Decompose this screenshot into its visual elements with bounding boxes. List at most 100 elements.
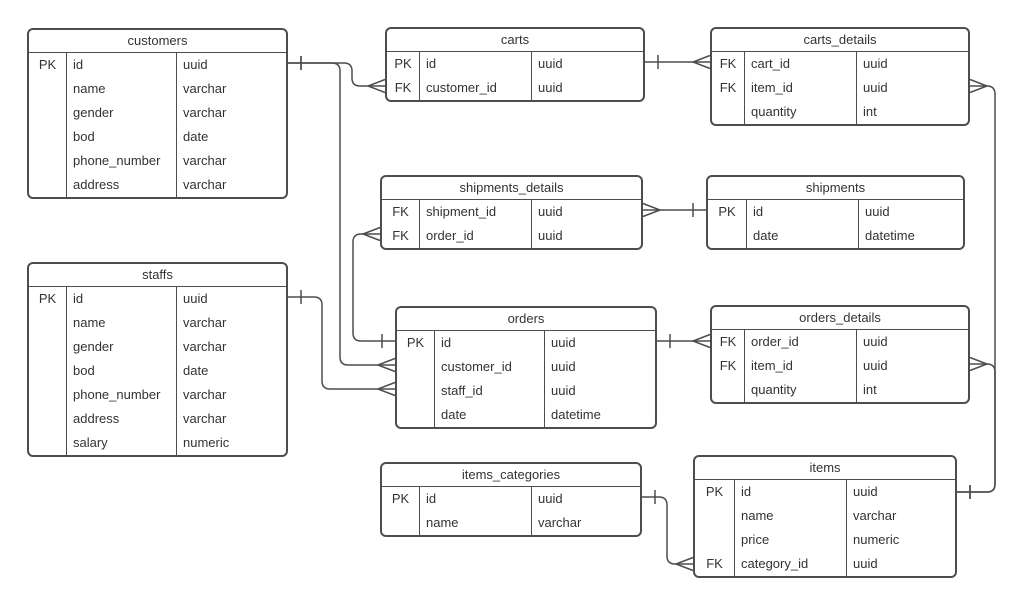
column-type: date: [183, 363, 209, 378]
relationship-line: [957, 363, 996, 493]
column-type: uuid: [183, 57, 208, 72]
key-flag: [397, 403, 435, 427]
column-name: address: [67, 173, 177, 197]
relationship-items-orders_details: [957, 356, 996, 499]
key-flag: [29, 149, 67, 173]
key-flag: FK: [382, 200, 420, 224]
column-type: uuid: [865, 204, 890, 219]
column-name: salary: [67, 431, 177, 455]
key-flag: PK: [397, 331, 435, 355]
column-type: uuid: [538, 228, 563, 243]
relationship-line: [352, 233, 395, 342]
key-flag: PK: [695, 480, 735, 504]
column-type: varchar: [183, 177, 227, 192]
column-type: uuid: [863, 56, 888, 71]
relationship-customers-orders: [288, 56, 396, 373]
column-name: id: [420, 487, 532, 511]
relationship-line: [288, 62, 385, 87]
column-type: uuid: [853, 556, 878, 571]
column-name: address: [67, 407, 177, 431]
column-type: uuid: [551, 383, 576, 398]
key-flag: [29, 383, 67, 407]
key-flag: PK: [708, 200, 747, 224]
column-type: int: [863, 104, 877, 119]
column-name: item_id: [745, 76, 857, 100]
column-type: int: [863, 382, 877, 397]
column-type: varchar: [538, 515, 582, 530]
column-name: id: [67, 53, 177, 77]
key-flag: PK: [29, 53, 67, 77]
key-flag: [29, 359, 67, 383]
cardinality-many-crowfoot: [690, 54, 711, 70]
column-type: varchar: [183, 105, 227, 120]
key-flag: [29, 125, 67, 149]
key-flag: PK: [382, 487, 420, 511]
column-type: varchar: [183, 411, 227, 426]
column-name: name: [735, 504, 847, 528]
column-name: phone_number: [67, 383, 177, 407]
key-flag: [29, 407, 67, 431]
column-name: quantity: [745, 378, 857, 402]
table-row-orders-staff_id: staff_id uuid: [397, 379, 655, 403]
relationship-orders-shipments_details: [352, 226, 395, 348]
key-flag: [29, 101, 67, 125]
column-name: bod: [67, 125, 177, 149]
key-flag: [695, 528, 735, 552]
key-flag: FK: [712, 76, 745, 100]
table-title-staffs: staffs: [29, 264, 286, 287]
column-name: cart_id: [745, 52, 857, 76]
column-type: date: [183, 129, 209, 144]
column-name: id: [435, 331, 545, 355]
column-name: customer_id: [420, 76, 532, 100]
relationship-line: [288, 296, 395, 390]
column-name: quantity: [745, 100, 857, 124]
table-title-shipments: shipments: [708, 177, 963, 200]
cardinality-many-crowfoot: [969, 356, 990, 372]
key-flag: PK: [387, 52, 420, 76]
relationship-customers-carts: [288, 56, 386, 94]
column-name: order_id: [420, 224, 532, 248]
key-flag: [708, 224, 747, 248]
column-name: shipment_id: [420, 200, 532, 224]
cardinality-many-crowfoot: [365, 78, 386, 94]
key-flag: [29, 335, 67, 359]
column-name: id: [747, 200, 859, 224]
column-name: staff_id: [435, 379, 545, 403]
cardinality-many-crowfoot: [360, 226, 381, 242]
column-type: uuid: [863, 334, 888, 349]
table-row-carts_details-quantity: quantity int: [712, 100, 968, 124]
relationship-line: [288, 62, 395, 366]
column-type: varchar: [183, 339, 227, 354]
relationship-orders-orders_details: [657, 333, 711, 349]
cardinality-many-crowfoot: [642, 202, 663, 218]
table-title-customers: customers: [29, 30, 286, 53]
key-flag: FK: [695, 552, 735, 576]
